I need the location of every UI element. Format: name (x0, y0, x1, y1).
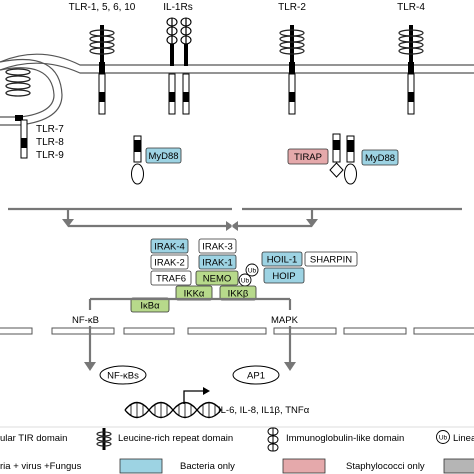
legend-row2-left-label: ria + virus +Fungus (0, 461, 82, 472)
irak-1-box (198, 254, 237, 270)
irak-3-label: IRAK-3 (202, 242, 233, 253)
immunoglobulin-like-icon (267, 427, 279, 452)
plasma-membrane (0, 53, 474, 74)
legend-gray-swatch (443, 458, 474, 474)
ap1-label: AP1 (247, 371, 265, 382)
tlr-9-label: TLR-9 (36, 150, 64, 161)
endosomal-tlr-receptor (5, 68, 31, 159)
ikka-label: IKKα (184, 289, 205, 300)
legend-blue-swatch (119, 458, 163, 474)
hoip-box (263, 267, 305, 284)
ap1-ellipse (232, 365, 280, 385)
tlr-4-receptor (398, 25, 424, 115)
legend-ig-label: Immunoglobulin-like domain (286, 433, 404, 444)
ubiquitin-label-1: Ub (248, 268, 257, 275)
hoip-label: HOIP (272, 271, 295, 282)
irak-4-box (150, 238, 189, 254)
irak-2-label: IRAK-2 (154, 258, 185, 269)
il-1rs-receptor (166, 17, 192, 115)
il-1rs-label: IL-1Rs (163, 2, 192, 13)
myd88-right-label: MyD88 (365, 153, 395, 164)
branch-lines (88, 297, 292, 310)
legend-tir-label: ular TIR domain (0, 433, 67, 444)
tlr-1-5-6-10-receptor (89, 25, 115, 115)
sharpin-label: SHARPIN (310, 255, 352, 266)
tirap-adaptor (329, 133, 344, 178)
legend-staph-label: Staphylococci only (346, 461, 425, 472)
tlr-2-receptor (279, 25, 305, 115)
hoil-1-box (261, 251, 303, 267)
myd88-left-label: MyD88 (148, 151, 178, 162)
tirap-label: TIRAP (294, 152, 322, 163)
ubiquitin-legend-symbol: Ub (439, 435, 448, 442)
legend-bacteria-label: Bacteria only (180, 461, 235, 472)
tlr-1-5-6-10-label: TLR-1, 5, 6, 10 (69, 2, 136, 13)
ikba-label: IκBα (140, 301, 160, 312)
transcription-start-icon (183, 390, 203, 404)
irak-3-box (198, 238, 237, 254)
tirap-box (287, 148, 329, 165)
myd88-left-adaptor (131, 135, 144, 185)
nemo-box (195, 270, 239, 286)
hoil-1-label: HOIL-1 (267, 255, 298, 266)
nf-kbs-ellipse (99, 365, 147, 385)
ubiquitin-legend-icon (436, 430, 450, 444)
traf6-box (150, 270, 192, 286)
nf-kbs-label: NF-κBs (107, 371, 139, 382)
legend-linear-label: Linea (453, 433, 474, 444)
nemo-label: NEMO (203, 274, 232, 285)
dna-helix (124, 401, 222, 419)
leucine-rich-repeat-icon (96, 428, 112, 450)
tlr-7-label: TLR-7 (36, 124, 64, 135)
irak-4-label: IRAK-4 (154, 242, 185, 253)
tlr-4-label: TLR-4 (397, 2, 425, 13)
traf6-label: TRAF6 (156, 274, 186, 285)
nuclear-arrows (88, 326, 292, 364)
endosome-membrane (0, 58, 63, 126)
myd88-right-box (361, 149, 399, 166)
ubiquitin-circle-1 (245, 263, 259, 277)
irak-2-box (150, 254, 189, 270)
ubiquitin-label-2: Ub (241, 278, 250, 285)
nuclear-membrane (0, 327, 474, 335)
legend-lrr-label: Leucine-rich repeat domain (118, 433, 233, 444)
myd88-left-box (145, 147, 182, 164)
nf-kb-label: NF-κB (72, 315, 99, 326)
mapk-label: MAPK (271, 315, 299, 326)
converging-arrowheads (226, 221, 238, 231)
myd88-right-adaptor (344, 135, 357, 185)
tlr-2-label: TLR-2 (278, 2, 306, 13)
sharpin-box (304, 251, 358, 267)
legend-pink-swatch (282, 458, 326, 474)
tlr-8-label: TLR-8 (36, 137, 64, 148)
transcription-arrowhead-icon (203, 387, 210, 395)
irak-1-label: IRAK-1 (202, 258, 233, 269)
ikkb-label: IKKβ (228, 289, 249, 300)
cytokines-label: IL-6, IL-8, IL1β, TNFα (218, 405, 310, 416)
